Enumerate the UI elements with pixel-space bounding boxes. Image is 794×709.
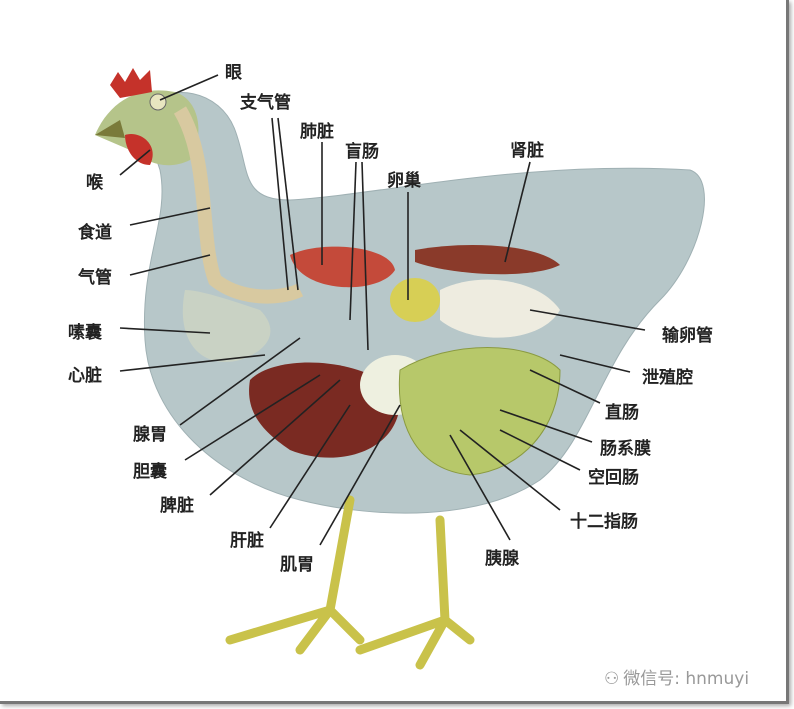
leader-jejunum (499, 429, 581, 471)
label-kidney: 肾脏 (510, 141, 544, 161)
leader-mesentery (499, 409, 593, 443)
intestine-organ (398, 347, 561, 476)
label-heart: 心脏 (68, 366, 102, 386)
comb (110, 68, 152, 98)
label-ovary: 卵巢 (387, 171, 421, 191)
kidney-organ (415, 245, 560, 275)
label-esophagus: 食道 (78, 223, 112, 243)
label-duodenum: 十二指肠 (570, 512, 638, 532)
leader-trachea (129, 254, 211, 276)
leader-heart (119, 354, 266, 372)
label-oviduct: 输卵管 (662, 326, 713, 346)
leader-crop (119, 327, 211, 334)
leader-bronchus-2 (277, 117, 299, 291)
label-pancreas: 胰腺 (485, 549, 519, 569)
leader-larynx (119, 149, 151, 176)
oviduct-organ (440, 279, 560, 338)
label-eye: 眼 (225, 63, 242, 83)
label-mesentery: 肠系膜 (600, 439, 651, 459)
right-leg (355, 515, 475, 670)
watermark-text: 微信号: hnmuyi (623, 669, 750, 689)
leader-cecum (349, 161, 357, 321)
label-spleen: 脾脏 (160, 496, 194, 516)
leader-bronchus (271, 117, 289, 291)
leader-duodenum (459, 429, 561, 511)
label-cecum: 盲肠 (345, 142, 379, 162)
leader-gallbladder (184, 374, 321, 461)
label-bronchus: 支气管 (240, 93, 291, 113)
chicken-head (95, 90, 199, 166)
label-crop: 嗉囊 (68, 323, 102, 343)
leader-eye (159, 74, 219, 101)
label-jejunum-ileum: 空回肠 (588, 468, 639, 488)
wechat-icon: ⚇ (604, 669, 620, 689)
leader-rectum (529, 369, 601, 404)
wattle (125, 134, 153, 165)
label-proventriculus: 腺胃 (133, 425, 167, 445)
crop-organ (182, 290, 271, 362)
leader-gizzard (319, 404, 401, 546)
label-rectum: 直肠 (605, 403, 639, 423)
leader-oviduct (529, 309, 646, 331)
left-leg (225, 495, 365, 655)
eye-organ (149, 93, 167, 111)
label-cloaca: 泄殖腔 (642, 368, 693, 388)
label-gallbladder: 胆囊 (133, 462, 167, 482)
trachea-organ (173, 106, 304, 304)
leader-cloaca (559, 354, 631, 373)
label-trachea: 气管 (78, 268, 112, 288)
leader-cecum-2 (361, 161, 369, 351)
leader-kidney (504, 161, 531, 263)
watermark: ⚇微信号: hnmuyi (600, 664, 749, 689)
leader-lines (119, 74, 646, 546)
leader-esophagus (129, 207, 211, 226)
leader-spleen (209, 379, 341, 496)
label-larynx: 喉 (86, 173, 103, 193)
leader-proventriculus (179, 337, 301, 426)
label-gizzard: 肌胃 (280, 555, 314, 575)
leader-pancreas (449, 434, 511, 541)
lung-organ (290, 246, 395, 288)
label-liver: 肝脏 (230, 531, 264, 551)
ovary-organ (390, 278, 440, 322)
leader-liver (269, 404, 351, 529)
label-lung: 肺脏 (300, 122, 334, 142)
beak (95, 120, 125, 138)
